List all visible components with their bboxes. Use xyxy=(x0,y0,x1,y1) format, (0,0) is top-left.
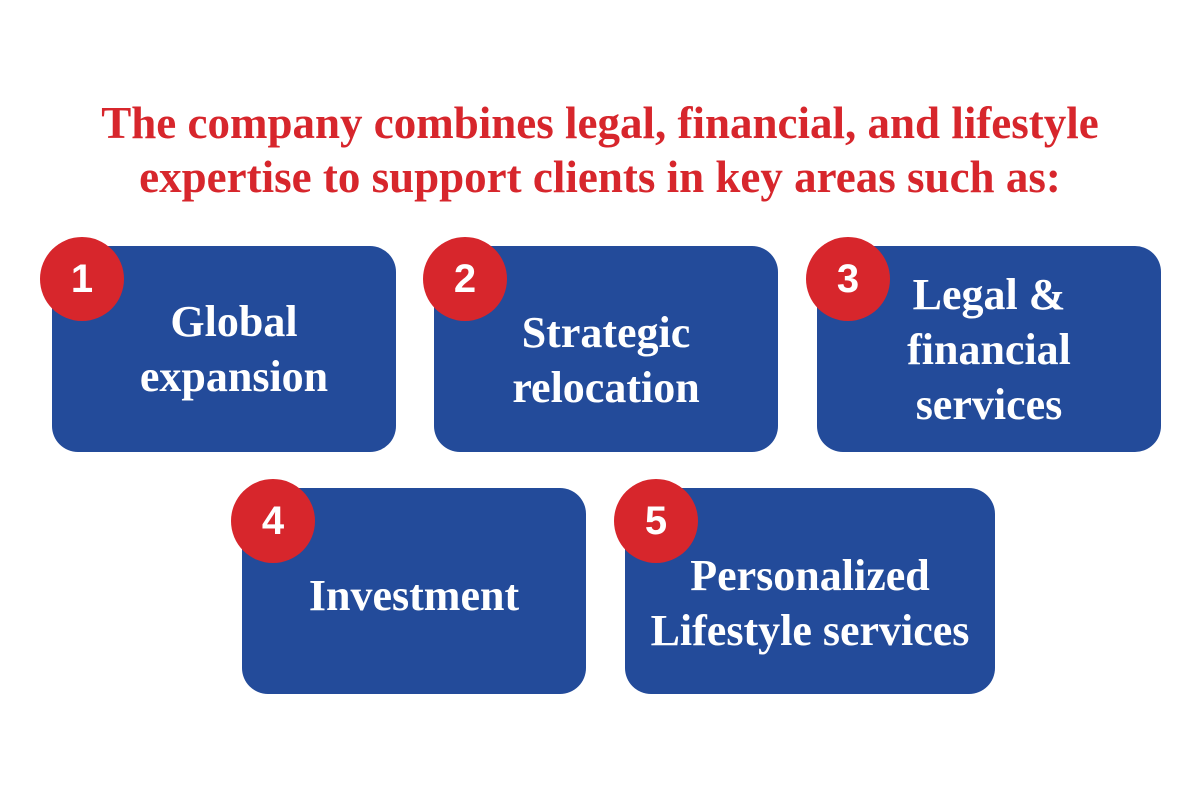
number-badge-4: 4 xyxy=(231,479,315,563)
item-label: Global expansion xyxy=(140,294,328,404)
item-card-strategic-relocation: Strategic relocation xyxy=(434,246,778,452)
item-label: Investment xyxy=(309,568,519,623)
item-label-line: Personalized xyxy=(690,551,930,600)
item-card-personalized-lifestyle-services: Personalized Lifestyle services xyxy=(625,488,995,694)
number-badge-3: 3 xyxy=(806,237,890,321)
item-label: Personalized Lifestyle services xyxy=(651,548,970,658)
item-label-line: expansion xyxy=(139,352,329,401)
heading-line-2: expertise to support clients in key area… xyxy=(139,152,1061,202)
number-badge-1: 1 xyxy=(40,237,124,321)
item-label-line: financial xyxy=(907,324,1071,374)
item-label-line: Lifestyle services xyxy=(650,606,970,655)
number-badge-5: 5 xyxy=(614,479,698,563)
item-label-line: Legal & xyxy=(912,269,1066,319)
item-label-line: Global xyxy=(170,297,298,346)
item-label-line: Investment xyxy=(308,570,520,620)
item-label-line: relocation xyxy=(512,363,700,412)
item-label: Legal & financial services xyxy=(907,267,1071,432)
item-label-line: services xyxy=(915,379,1063,429)
heading-line-1: The company combines legal, financial, a… xyxy=(101,98,1099,148)
number-badge-2: 2 xyxy=(423,237,507,321)
item-label: Strategic relocation xyxy=(512,305,699,415)
item-label-line: Strategic xyxy=(521,308,691,357)
heading: The company combines legal, financial, a… xyxy=(0,96,1200,204)
